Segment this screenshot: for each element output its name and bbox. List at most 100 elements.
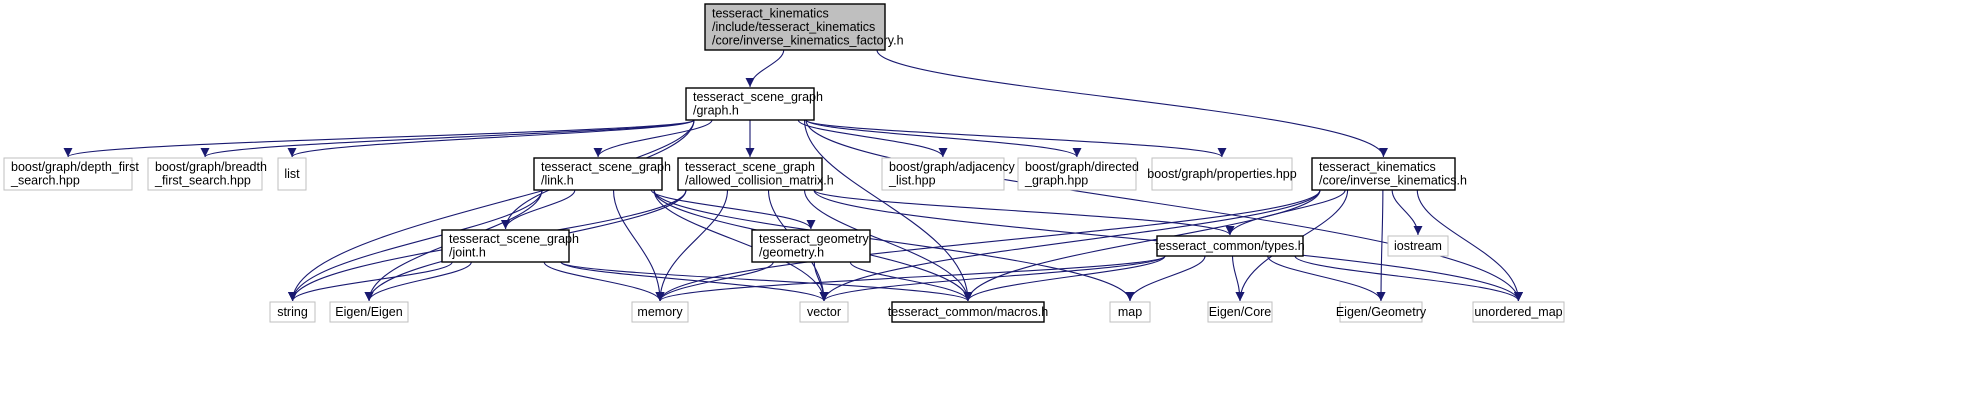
node-label: tesseract_kinematics — [1319, 160, 1436, 174]
node-label: unordered_map — [1474, 305, 1562, 319]
edge-ik-h-to-umap — [1416, 189, 1523, 302]
node-box — [881, 157, 1005, 191]
node-adj: boost/graph/adjacency_list.hpp — [881, 157, 1016, 191]
node-box — [1339, 301, 1423, 323]
node-label: iostream — [1394, 239, 1442, 253]
node-box — [704, 3, 886, 51]
node-eigen-geom: Eigen/Geometry — [1336, 301, 1427, 323]
edge-graph-h-to-list — [287, 119, 695, 158]
node-dfs: boost/graph/depth_first_search.hpp — [3, 157, 139, 191]
node-label: tesseract_scene_graph — [541, 160, 671, 174]
node-label: _first_search.hpp — [154, 174, 251, 188]
edge-types-h-to-memory — [655, 255, 1166, 302]
node-label: map — [1118, 305, 1142, 319]
edge-ik-h-to-eigen-geom — [1376, 189, 1386, 302]
edge-graph-h-to-umap — [805, 119, 1523, 302]
node-macros[interactable]: tesseract_common/macros.h — [888, 301, 1049, 323]
edge-graph-h-to-macros — [803, 119, 973, 302]
edge-graph-h-to-directed — [805, 119, 1082, 158]
node-props: boost/graph/properties.hpp — [1147, 157, 1297, 191]
node-label: /core/inverse_kinematics_factory.h — [712, 33, 904, 47]
node-acm-h[interactable]: tesseract_scene_graph/allowed_collision_… — [677, 157, 834, 191]
edge-joint-h-to-macros — [560, 261, 973, 302]
edge-graph-h-to-bfs — [200, 119, 695, 158]
node-vector: vector — [799, 301, 849, 323]
node-label: list — [284, 167, 300, 181]
node-box — [269, 301, 316, 323]
edge-acm-h-to-memory — [655, 189, 729, 302]
edge-types-h-to-eigen-geom — [1267, 255, 1386, 302]
node-box — [1151, 157, 1293, 191]
edge-acm-h-to-macros — [803, 189, 973, 302]
node-geometry-h[interactable]: tesseract_geometry/geometry.h — [751, 229, 871, 263]
edge-ik-h-to-iostream — [1391, 189, 1423, 236]
node-label: _list.hpp — [888, 174, 936, 188]
node-directed: boost/graph/directed_graph.hpp — [1017, 157, 1139, 191]
edge-ik-h-to-types-h — [1225, 189, 1346, 236]
node-label: Eigen/Eigen — [335, 305, 402, 319]
edge-types-h-to-vector — [819, 255, 1166, 302]
edge-graph-h-to-dfs — [63, 119, 695, 158]
edge-graph-h-to-string — [288, 119, 695, 302]
node-label: /allowed_collision_matrix.h — [685, 174, 834, 188]
edge-types-h-to-macros — [963, 255, 1166, 302]
node-joint-h[interactable]: tesseract_scene_graph/joint.h — [441, 229, 579, 263]
edge-link-h-to-geometry-h — [650, 189, 816, 230]
node-box — [1472, 301, 1565, 323]
node-layer: tesseract_kinematics/include/tesseract_k… — [3, 3, 1565, 323]
edge-geometry-h-to-macros — [849, 261, 973, 302]
node-ik-h[interactable]: tesseract_kinematics/core/inverse_kinema… — [1311, 157, 1467, 191]
node-label: _graph.hpp — [1024, 174, 1088, 188]
edge-joint-h-to-vector — [560, 261, 829, 302]
node-label: _search.hpp — [10, 174, 80, 188]
edge-root-to-ik-h — [876, 49, 1388, 158]
edge-link-h-to-joint-h — [501, 189, 576, 230]
node-string: string — [269, 301, 316, 323]
edge-types-h-to-eigen-core — [1231, 255, 1245, 302]
node-link-h[interactable]: tesseract_scene_graph/link.h — [533, 157, 671, 191]
edge-link-h-to-map — [653, 189, 1135, 302]
node-label: tesseract_common/types.h — [1155, 239, 1304, 253]
node-bfs: boost/graph/breadth_first_search.hpp — [147, 157, 267, 191]
node-types-h[interactable]: tesseract_common/types.h — [1155, 235, 1305, 257]
node-label: boost/graph/adjacency — [889, 160, 1016, 174]
node-label: tesseract_geometry — [759, 232, 870, 246]
node-label: tesseract_common/macros.h — [888, 305, 1049, 319]
edge-link-h-to-string — [288, 189, 543, 302]
node-eigen: Eigen/Eigen — [329, 301, 409, 323]
node-box — [1156, 235, 1304, 257]
node-graph-h[interactable]: tesseract_scene_graph/graph.h — [685, 87, 823, 121]
edge-layer — [63, 49, 1523, 302]
edge-types-h-to-umap — [1294, 255, 1523, 302]
node-box — [1311, 157, 1456, 191]
node-box — [677, 157, 823, 191]
node-map: map — [1109, 301, 1151, 323]
node-label: memory — [637, 305, 683, 319]
node-box — [1387, 235, 1449, 257]
node-box — [891, 301, 1045, 323]
node-label: Eigen/Geometry — [1336, 305, 1427, 319]
edge-root-to-graph-h — [745, 49, 785, 88]
node-box — [1109, 301, 1151, 323]
node-label: Eigen/Core — [1209, 305, 1272, 319]
edge-link-h-to-memory — [612, 189, 665, 302]
node-label: /joint.h — [449, 246, 486, 260]
node-box — [147, 157, 263, 191]
node-label: boost/graph/properties.hpp — [1147, 167, 1296, 181]
edge-ik-h-to-memory — [655, 189, 1321, 302]
node-label: tesseract_scene_graph — [693, 90, 823, 104]
node-label: boost/graph/breadth — [155, 160, 267, 174]
node-root[interactable]: tesseract_kinematics/include/tesseract_k… — [704, 3, 904, 51]
edge-joint-h-to-eigen — [364, 261, 472, 302]
node-list: list — [277, 157, 307, 191]
node-box — [799, 301, 849, 323]
edge-ik-h-to-macros — [963, 189, 1321, 302]
edge-geometry-h-to-vector — [813, 261, 829, 302]
node-label: /graph.h — [693, 104, 739, 118]
node-umap: unordered_map — [1472, 301, 1565, 323]
edge-graph-h-to-props — [805, 119, 1227, 158]
node-box — [277, 157, 307, 191]
edge-joint-h-to-memory — [543, 261, 665, 302]
